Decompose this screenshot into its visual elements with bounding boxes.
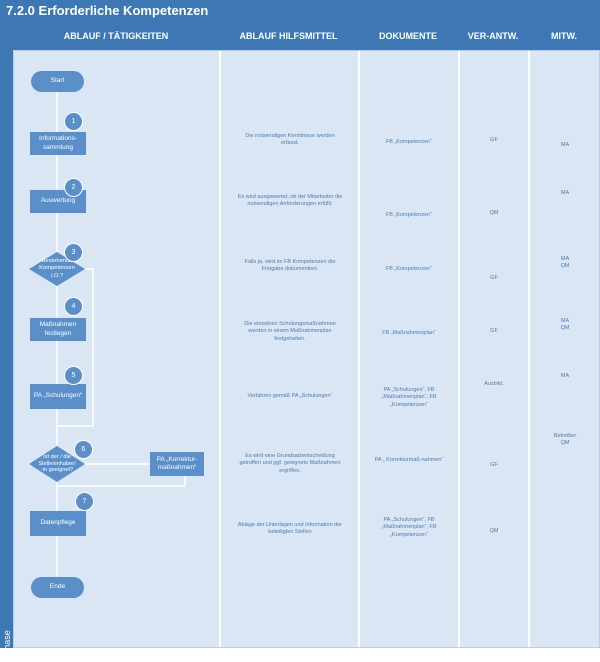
column-header-hilfsmittel: ABLAUF HILFSMITTEL: [239, 31, 338, 41]
row-1-dokumente: FB „Kompetenzen“: [385, 139, 433, 145]
row-7-hilfsmittel: Ablage der Unterlagen und Information de…: [237, 522, 343, 536]
step-number-3: 3: [64, 243, 83, 262]
row-5-mitw: MA: [560, 373, 570, 379]
row-6-mitw: Betreiber QM: [553, 433, 577, 447]
row-6-hilfsmittel: Es wird eine Grundsatzentscheidung getro…: [239, 453, 341, 474]
end-terminal: Ende: [31, 577, 84, 598]
phase-label: Phase: [2, 630, 12, 656]
step-number-4: 4: [64, 297, 83, 316]
row-3-hilfsmittel: Falls ja, wird im FB Kompetenzen die Fre…: [244, 259, 336, 273]
row-4-verantw: GF: [490, 328, 498, 334]
title-bar: 7.2.0 Erforderliche Kompetenzen: [0, 0, 600, 22]
column-header-row: ABLAUF / TÄTIGKEITEN ABLAUF HILFSMITTEL …: [13, 22, 600, 50]
column-header-mitw: MITW.: [551, 31, 577, 41]
row-5-hilfsmittel: Verfahren gemäß PA „Schulungen“: [247, 393, 333, 399]
step-number-2: 2: [64, 178, 83, 197]
column-header-ablauf: ABLAUF / TÄTIGKEITEN: [63, 31, 169, 41]
row-7-dokumente: PA „Schulungen“, FB „Maßnahmenplan“, FB …: [381, 517, 437, 538]
row-7-verantw: QM: [489, 528, 499, 534]
row-2-hilfsmittel: Es wird ausgewertet, ob der Mitarbeiter …: [237, 194, 343, 208]
row-4-hilfsmittel: Die einzelnen Schulungsmaßnahmen werden …: [244, 321, 336, 342]
row-4-dokumente: FB „Maßnahmenplan“: [382, 330, 436, 336]
lane-verantw: [460, 50, 528, 648]
start-terminal: Start: [31, 71, 84, 92]
step-7-datenpflege: Datenpflege: [30, 511, 86, 536]
decision-3-bestehende-kompetenzen: Bestehende Kompetenzen i.O.?: [39, 258, 75, 279]
row-4-mitw: MA QM: [560, 318, 570, 332]
column-header-dokumente: DOKUMENTE: [379, 31, 437, 41]
step-1-informationssammlung: Informations-sammlung: [30, 132, 86, 155]
step-number-7: 7: [75, 492, 94, 511]
diagram-title: 7.2.0 Erforderliche Kompetenzen: [6, 3, 209, 18]
row-1-mitw: MA: [560, 142, 570, 148]
row-2-dokumente: FB „Kompetenzen“: [385, 212, 433, 218]
lane-hilfsmittel: [221, 50, 358, 648]
row-3-verantw: GF: [490, 275, 498, 281]
row-5-dokumente: PA „Schulungen“, FB „Maßnahmenplan“, FB …: [381, 387, 437, 408]
row-1-hilfsmittel: Die notwendigen Kenntnisse werden erfass…: [245, 133, 335, 147]
row-1-verantw: GF: [490, 137, 498, 143]
row-6-verantw: GF: [490, 462, 498, 468]
step-4-massnahmen-festlegen: Maßnahmen festlegen: [30, 318, 86, 341]
lane-mitw: [530, 50, 600, 648]
step-number-5: 5: [64, 366, 83, 385]
row-3-dokumente: FB „Kompetenzen“: [385, 266, 433, 272]
process-diagram: 7.2.0 Erforderliche Kompetenzen Phase AB…: [0, 0, 600, 648]
phase-bar: Phase: [0, 22, 13, 656]
lane-dokumente: [360, 50, 458, 648]
row-6-dokumente: PA „ Korrekturmaß-nahmen“: [374, 457, 444, 463]
row-2-verantw: QM: [489, 210, 499, 216]
row-5-verantw: Ausbild.: [484, 381, 504, 387]
column-header-verantw: VER-ANTW.: [467, 31, 519, 41]
step-number-6: 6: [74, 440, 93, 459]
step-number-1: 1: [64, 112, 83, 131]
row-3-mitw: MA QM: [560, 256, 570, 270]
row-2-mitw: MA: [560, 190, 570, 196]
decision-6-stelleninhaber-geeignet: Ist der / die Stelleninhaber/ -in geeign…: [38, 453, 76, 474]
decision-6-shape: [29, 446, 85, 482]
step-6b-pa-korrekturmassnahmen: PA „Korrektur-maßnahmen“: [150, 452, 204, 476]
step-5-pa-schulungen: PA „Schulungen“: [30, 384, 86, 409]
